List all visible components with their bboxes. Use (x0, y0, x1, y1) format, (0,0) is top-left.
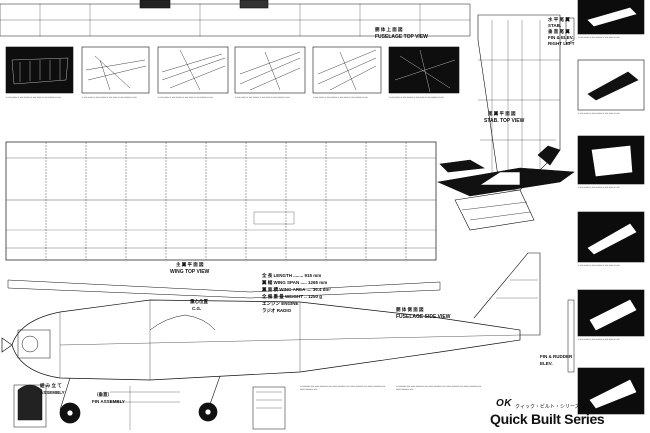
stab-top-label-jp: 尾 翼 平 面 図 (488, 111, 516, 116)
caption-right-5: ━ ━━ ━━━ ━ ━━ ━━━━ ━ ━━ ━━━ ━ ━━ (578, 338, 620, 341)
fuselage-side-label: FUSELAGE SIDE VIEW (396, 314, 451, 320)
fin-rudder-label: FIN & RUDDER (540, 354, 573, 359)
assembly-label-jp: 組 み 立 て (40, 383, 62, 388)
wing-top-label: WING TOP VIEW (170, 269, 210, 275)
wing-top-label-jp: 主 翼 平 面 図 (176, 262, 204, 267)
aircraft-illustration (436, 145, 575, 231)
cg-label: C.G. (192, 306, 202, 311)
fin-elev-jp1: 水 平 尾 翼 (548, 17, 570, 22)
caption-step-3: ━ ━━ ━━━ ━ ━━ ━━━━ ━ ━━ ━━━ ━ ━━ ━━━━ ━ … (158, 96, 213, 99)
parts-list: ━ ━━━━━ ━━ ━━━ ━━━━━ ━━ ━━━ ━━━━━ ━━ ━━━… (300, 385, 486, 431)
caption-step-5: ━ ━━ ━━━ ━ ━━ ━━━━ ━ ━━ ━━━ ━ ━━ ━━━━ ━ … (313, 96, 368, 99)
cg-label-jp: 重心位置 (190, 299, 208, 304)
spec-row: 翼 面 積 WING AREA .... 36.4 dm² (262, 287, 331, 292)
caption-right-4: ━ ━━ ━━━ ━ ━━ ━━━━ ━ ━━ ━━━ ━ ━━ (578, 264, 620, 267)
parts-list-col-1: ━ ━━━━━ ━━ ━━━ ━━━━━ ━━ ━━━ ━━━━━ ━━ ━━━… (300, 385, 386, 392)
parts-list-col-2: ━ ━━━━━ ━━ ━━━ ━━━━━ ━━ ━━━ ━━━━━ ━━ ━━━… (396, 385, 482, 392)
fuselage-top-label-jp: 胴 体 上 面 図 (375, 27, 403, 32)
elev-sections (565, 17, 575, 373)
spec-row: ラジオ RADIO (262, 308, 292, 313)
caption-right-2: ━ ━━ ━━━ ━ ━━ ━━━━ ━ ━━ ━━━ ━ ━━ (578, 112, 620, 115)
caption-step-2: ━ ━━ ━━━ ━ ━━ ━━━━ ━ ━━ ━━━ ━ ━━ ━━━━ ━ … (82, 96, 137, 99)
fin-elev-en3: RIGHT LEFT (548, 41, 575, 46)
fin-elev-jp2: 垂 直 尾 翼 (548, 29, 570, 34)
caption-step-1: ━ ━━ ━━━ ━ ━━ ━━━━ ━ ━━ ━━━ ━ ━━ ━━━━ ━ … (6, 96, 61, 99)
fuselage-side-label-jp: 胴 体 側 面 図 (396, 307, 424, 312)
fin-elev-en2: FIN & ELEV. (548, 35, 574, 40)
fuselage-top-drawing (0, 0, 471, 37)
wing-top-drawing (5, 141, 437, 261)
fin-assembly-label: FIN ASSEMBLY (92, 399, 125, 404)
spec-row: 全 長 LENGTH ........ 915 mm (262, 273, 322, 278)
caption-step-6: ━ ━━ ━━━ ━ ━━ ━━━━ ━ ━━ ━━━ ━ ━━ ━━━━ ━ … (389, 96, 444, 99)
photo-column-right (577, 0, 645, 415)
assembly-label: ASSEMBLY (40, 390, 65, 395)
fin-rudder-label-2: ELEV. (540, 361, 553, 366)
fuselage-top-label: FUSELAGE TOP VIEW (375, 34, 428, 40)
stab-top-label: STAB. TOP VIEW (484, 118, 525, 124)
caption-step-4: ━ ━━ ━━━ ━ ━━ ━━━━ ━ ━━ ━━━ ━ ━━ ━━━━ ━ … (235, 96, 290, 99)
spec-row: 翼 幅 WING SPAN ..... 1265 mm (262, 280, 328, 285)
photo-row-top (5, 46, 460, 94)
fin-elev-en1: STAB. (548, 23, 562, 28)
caption-right-3: ━ ━━ ━━━ ━ ━━ ━━━━ ━ ━━ ━━━ ━ ━━ (578, 186, 620, 189)
caption-right-1: ━ ━━ ━━━ ━ ━━ ━━━━ ━ ━━ ━━━ ━ ━━ (578, 36, 620, 39)
fuselage-side-drawing (1, 252, 541, 424)
brand-subtitle: クィック・ビルト・シリーズ (515, 404, 580, 410)
fin-assembly-label-jp: （垂直） (94, 392, 112, 397)
spec-row: エンジン ENGINE (262, 301, 299, 306)
brand-series-title: Quick Built Series (490, 411, 605, 427)
spec-row: 全 備 重 量 WEIGHT .. 1250 g (262, 294, 323, 299)
caption-right-6: ━ ━━ ━━━ ━ ━━ ━━━━ (578, 416, 602, 419)
detail-drawings (13, 384, 286, 430)
wing-section-drawing (7, 279, 441, 299)
brand-logo: OK (496, 398, 512, 409)
